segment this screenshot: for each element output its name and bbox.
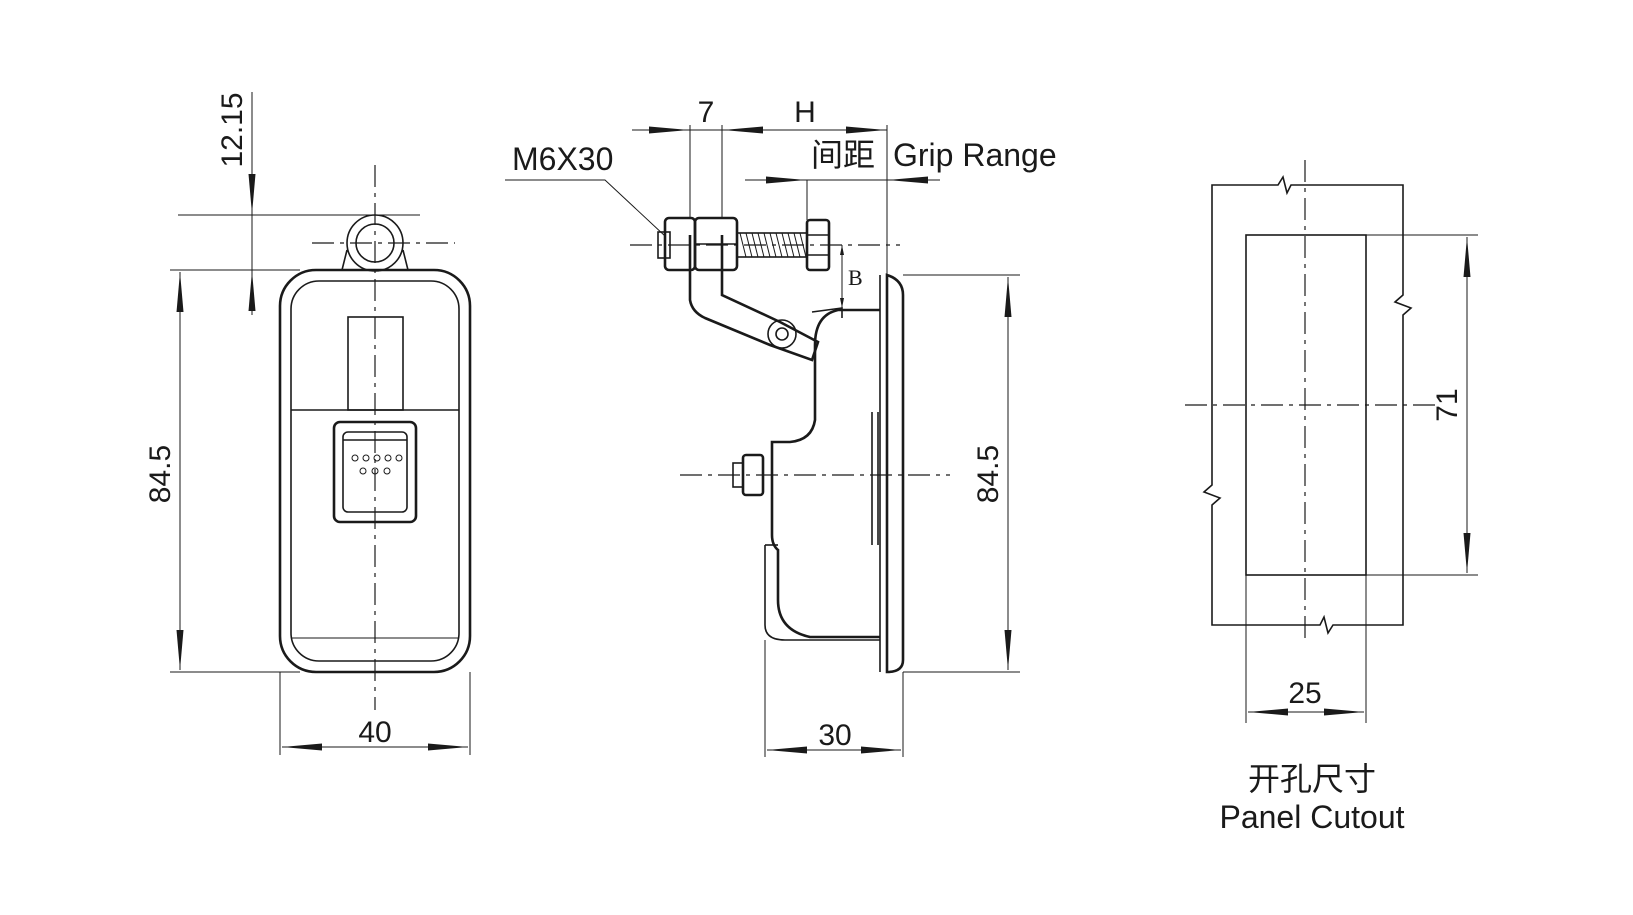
shackle-ring-neck (341, 249, 409, 271)
bolt-leader (505, 179, 666, 237)
lock-cylinder-outer (332, 420, 418, 524)
panel-cutout-view: 71 25 开孔尺寸 Panel Cutout (1185, 160, 1478, 835)
front-view: 12.15 84.5 40 (144, 92, 472, 755)
grip-range-label-en: Grip Range (893, 137, 1057, 173)
side-body-base (764, 545, 880, 641)
lever-pivot-inner (775, 327, 789, 341)
keyhole-pins-icon (351, 454, 403, 475)
dim-offset-7: 7 (698, 96, 715, 129)
dim-front-width: 40 (358, 716, 391, 749)
bolt-spec-label: M6X30 (512, 141, 613, 177)
lever-pivot-outer (767, 319, 797, 349)
handle-slot (347, 316, 404, 411)
front-body-inner (290, 280, 460, 662)
dim-side-height: 84.5 (972, 445, 1005, 503)
panel-cutout-title-en: Panel Cutout (1219, 799, 1404, 835)
shackle-ring-inner (355, 223, 395, 263)
panel-outline (1202, 174, 1413, 636)
dim-cutout-width: 25 (1288, 677, 1321, 710)
side-body (770, 308, 880, 639)
dim-b: B (848, 265, 863, 290)
grip-range-label-cn: 间距 (811, 136, 875, 174)
dim-h: H (794, 96, 816, 129)
lock-cylinder-inner (342, 431, 408, 513)
side-flange (885, 273, 905, 674)
dim-front-top-offset: 12.15 (216, 92, 249, 167)
panel-cutout-title-cn: 开孔尺寸 (1248, 760, 1376, 798)
side-view: M6X30 7 H 间距 Grip Range B 84.5 30 (505, 96, 1057, 757)
dim-front-height: 84.5 (144, 445, 177, 503)
dim-cutout-height: 71 (1431, 388, 1464, 421)
front-body-outer (278, 268, 472, 674)
lever-arm (688, 235, 820, 362)
dim-side-depth: 30 (818, 719, 851, 752)
